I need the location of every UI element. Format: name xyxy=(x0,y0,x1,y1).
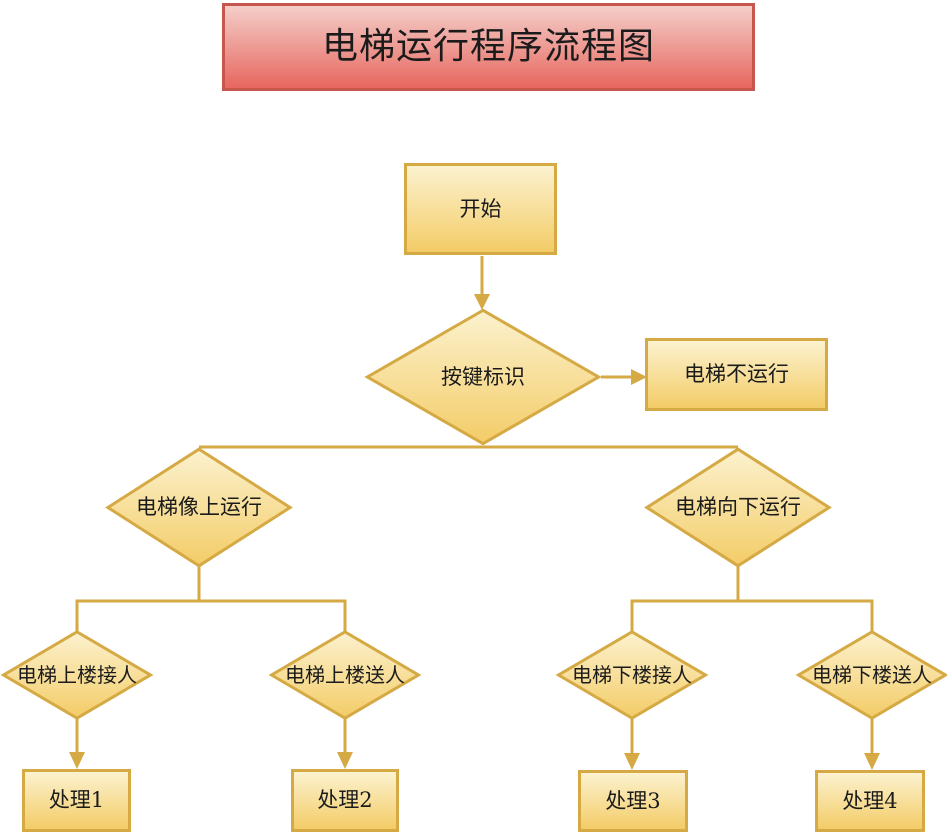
diamond-shape xyxy=(645,448,831,567)
arrowhead-uppick-process1 xyxy=(69,752,85,769)
edge-runup-children xyxy=(75,566,347,632)
node-run-down-label: 电梯向下运行 xyxy=(675,495,801,520)
arrowhead-upsend-process2 xyxy=(337,752,353,769)
node-process1: 处理1 xyxy=(22,769,131,832)
node-process3: 处理3 xyxy=(578,770,688,832)
node-process2: 处理2 xyxy=(291,769,399,832)
node-process1-label: 处理1 xyxy=(48,788,105,813)
node-up-pick: 电梯上楼接人 xyxy=(2,631,152,719)
node-key-check-label: 按键标识 xyxy=(441,364,525,389)
node-run-up-label: 电梯像上运行 xyxy=(136,495,262,520)
diagram-title: 电梯运行程序流程图 xyxy=(222,3,755,91)
diamond-shape xyxy=(106,448,292,567)
node-not-running: 电梯不运行 xyxy=(645,338,828,411)
node-up-send-label: 电梯上楼送人 xyxy=(285,662,405,687)
node-run-down: 电梯向下运行 xyxy=(645,448,831,567)
node-down-pick: 电梯下楼接人 xyxy=(557,631,707,719)
node-process3-label: 处理3 xyxy=(605,788,661,813)
node-up-send: 电梯上楼送人 xyxy=(270,631,420,719)
node-down-send: 电梯下楼送人 xyxy=(797,631,947,719)
arrowhead-downsend-process4 xyxy=(864,753,880,770)
node-process4: 处理4 xyxy=(815,770,925,832)
arrowhead-start-keycheck xyxy=(474,294,490,310)
diamond-shape xyxy=(557,631,707,719)
diamond-shape xyxy=(270,631,420,719)
node-process2-label: 处理2 xyxy=(317,788,373,813)
diamond-shape xyxy=(365,309,601,445)
arrowhead-downpick-process3 xyxy=(624,753,640,770)
node-run-up: 电梯像上运行 xyxy=(106,448,292,567)
node-down-send-label: 电梯下楼送人 xyxy=(812,662,932,687)
node-start-label: 开始 xyxy=(459,196,502,221)
node-down-pick-label: 电梯下楼接人 xyxy=(572,662,692,687)
node-process4-label: 处理4 xyxy=(842,788,898,813)
node-start: 开始 xyxy=(404,163,557,255)
diamond-shape xyxy=(2,631,152,719)
diamond-shape xyxy=(797,631,947,719)
edge-rundown-children xyxy=(630,566,874,632)
node-key-check: 按键标识 xyxy=(365,309,601,445)
diagram-title-label: 电梯运行程序流程图 xyxy=(321,26,655,68)
node-up-pick-label: 电梯上楼接人 xyxy=(17,662,137,687)
node-not-running-label: 电梯不运行 xyxy=(684,362,789,387)
